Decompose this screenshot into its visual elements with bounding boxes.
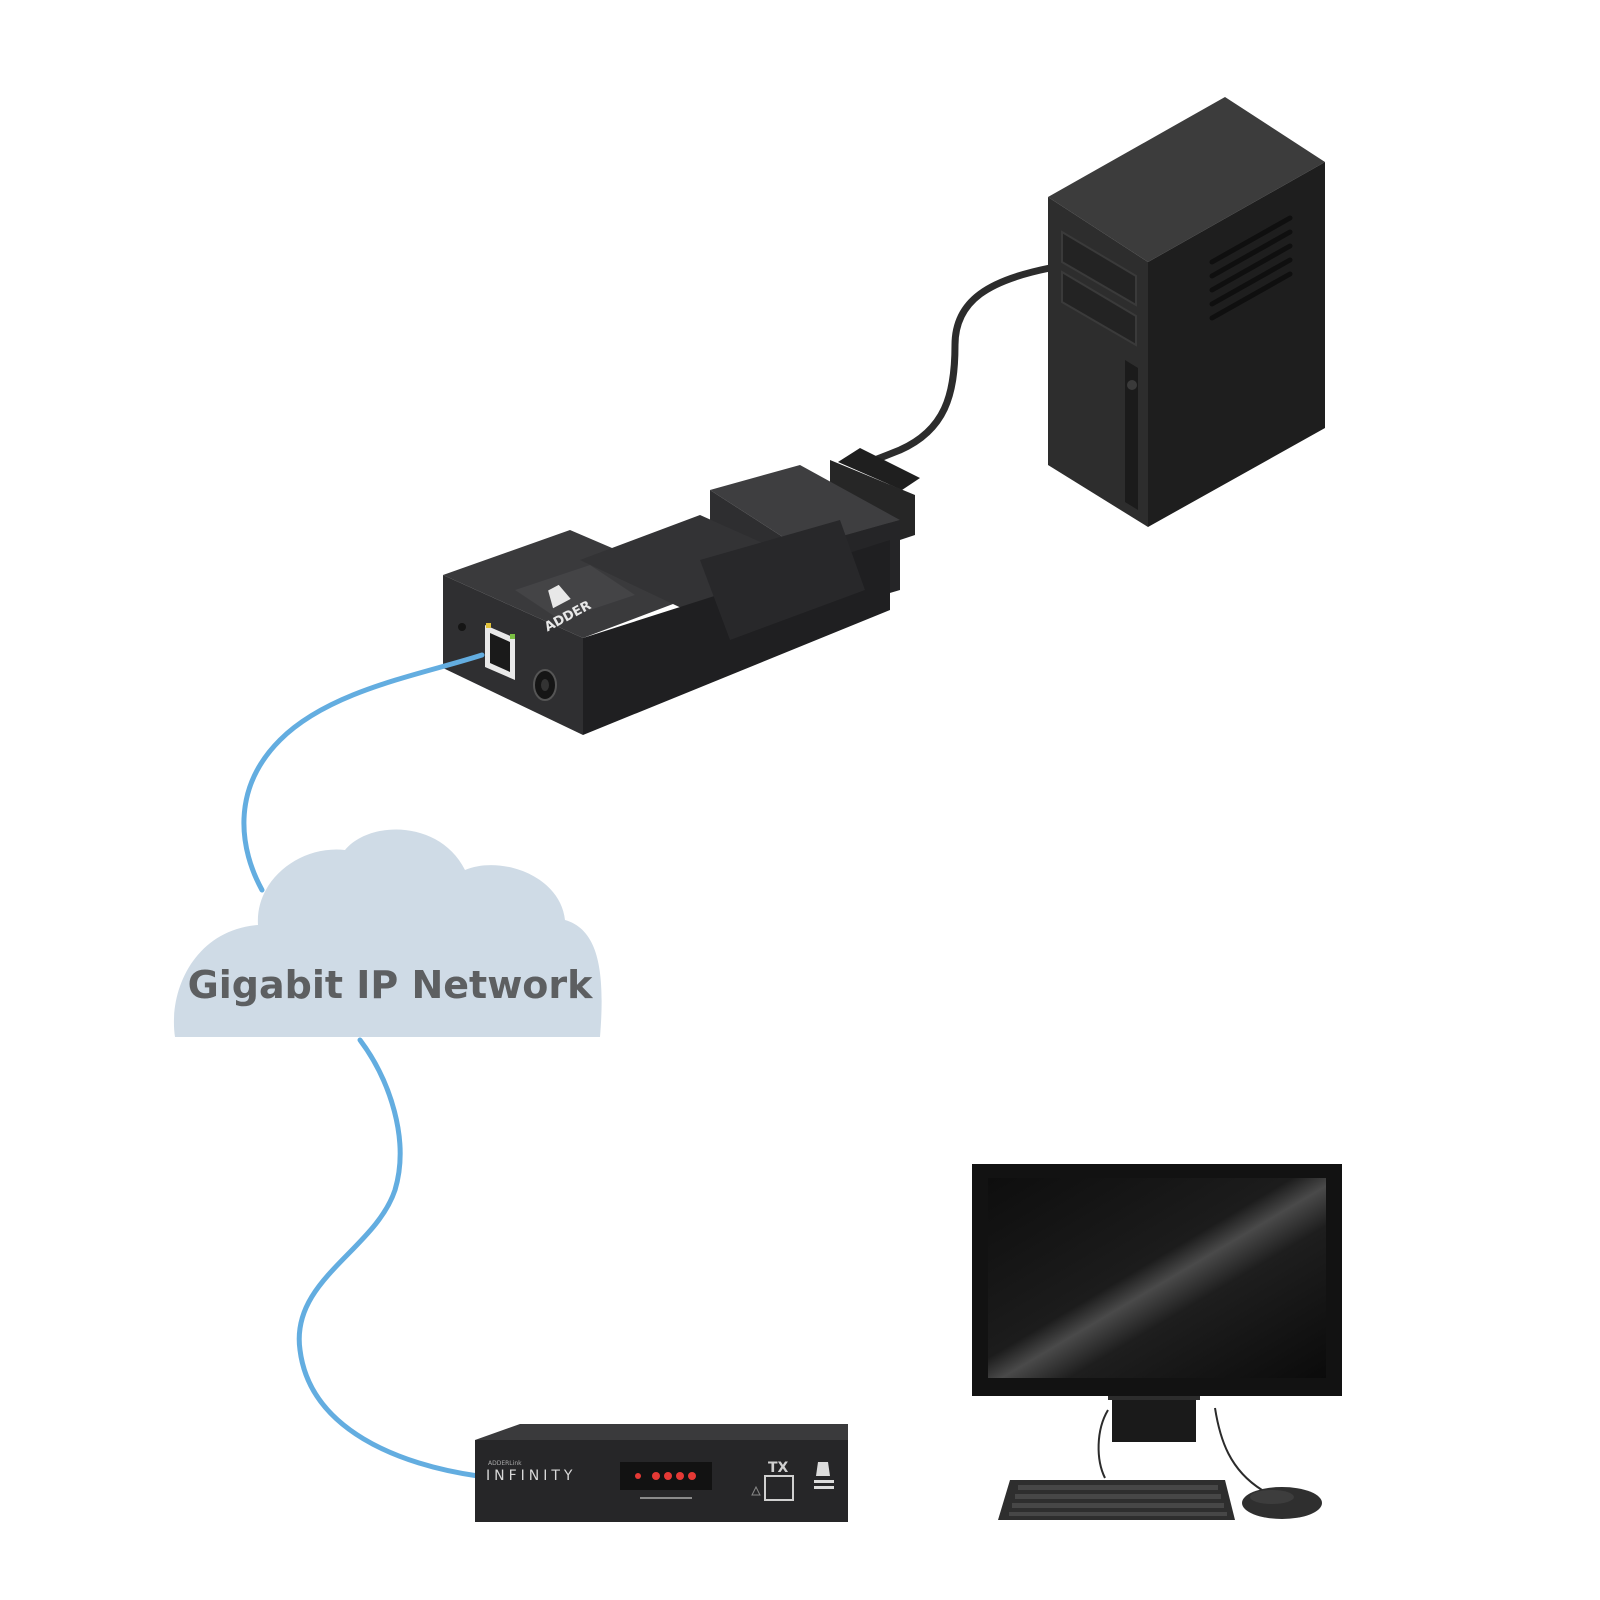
cloud-icon: Gigabit IP Network xyxy=(173,829,602,1037)
mouse-icon xyxy=(1242,1487,1322,1519)
cloud-to-receiver-cable xyxy=(296,1037,481,1479)
pc-tower-icon xyxy=(1048,97,1325,527)
receiver-brand: INFINITY xyxy=(486,1468,577,1484)
adder-logo-small-icon xyxy=(814,1462,834,1489)
keyboard-icon xyxy=(998,1480,1235,1520)
adder-adapter-icon: ADDER xyxy=(443,448,920,735)
receiver-ethernet-port xyxy=(764,1475,794,1501)
receiver-sub-brand: ADDERLink xyxy=(488,1460,522,1467)
tower-to-adapter-cable xyxy=(854,264,1054,470)
network-label: Gigabit IP Network xyxy=(188,963,594,1007)
monitor-icon xyxy=(972,1164,1342,1442)
adder-logo-icon xyxy=(548,584,571,609)
receiver-port-label: TX xyxy=(768,1460,789,1476)
adapter-to-cloud-cable xyxy=(241,652,485,893)
monitor-screen xyxy=(988,1178,1326,1378)
receiver-unit-icon: ADDERLink INFINITY TX xyxy=(475,1424,848,1522)
